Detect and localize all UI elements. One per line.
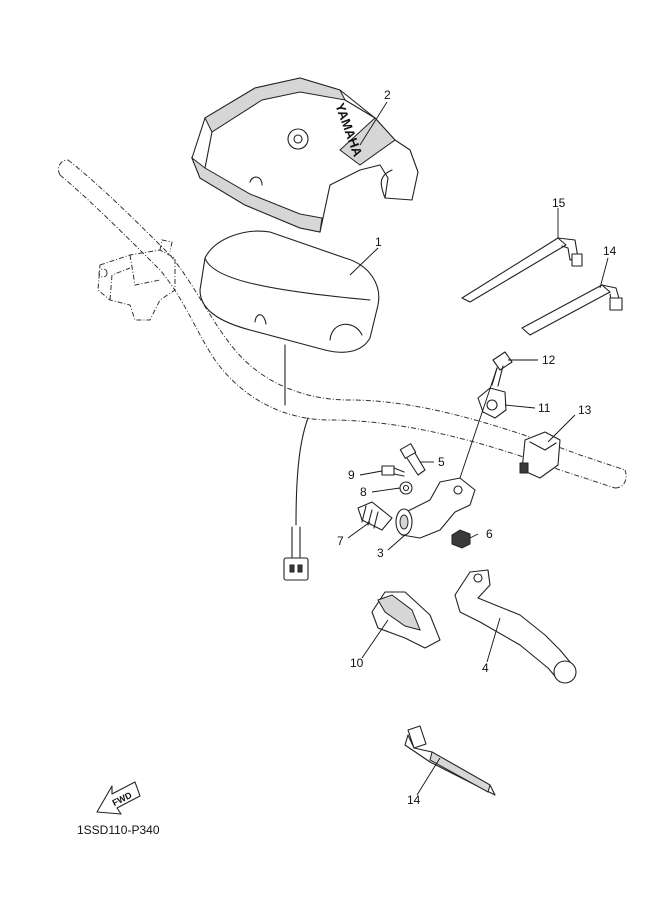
- cable-tie-14-lower: [404, 725, 496, 796]
- callout-6: 6: [486, 527, 493, 541]
- callout-numbers: 2 1 15 14 12 11 13 5 9 8 6 7 3 10 4 14: [337, 88, 617, 807]
- handlebar-pad: [199, 230, 380, 353]
- callout-12: 12: [542, 353, 556, 367]
- callout-7: 7: [337, 534, 344, 548]
- bolt-9: [381, 465, 405, 477]
- screw-12: [491, 351, 513, 387]
- fwd-arrow-icon: FWD: [96, 781, 141, 815]
- handlebar-outline: [57, 159, 627, 489]
- clutch-lever-4: [454, 569, 577, 684]
- callout-13: 13: [578, 403, 592, 417]
- bolt-5: [399, 443, 426, 476]
- leader-lines: [347, 101, 609, 796]
- lever-holder-3: [395, 477, 476, 539]
- clamp-13: [519, 431, 561, 479]
- callout-2: 2: [384, 88, 391, 102]
- callout-4: 4: [482, 661, 489, 675]
- callout-10: 10: [350, 656, 364, 670]
- callout-5: 5: [438, 455, 445, 469]
- connector-block: [283, 557, 309, 581]
- callout-15: 15: [552, 196, 566, 210]
- callout-11: 11: [538, 401, 551, 415]
- lever-cover-10: [371, 591, 441, 649]
- callout-14-lower: 14: [407, 793, 421, 807]
- clamp-11: [477, 387, 507, 419]
- adjuster-7: [357, 501, 393, 531]
- callout-9: 9: [348, 468, 355, 482]
- callout-3: 3: [377, 546, 384, 560]
- switch-cable: [283, 344, 309, 581]
- callout-14-upper: 14: [603, 244, 617, 258]
- drawing-code: 1SSD110-P340: [77, 823, 160, 837]
- nut-6: [451, 529, 471, 549]
- handlebar-pad-cover: YAMAHA: [190, 77, 419, 233]
- callout-1: 1: [375, 235, 382, 249]
- left-switch-housing: [97, 239, 176, 321]
- cable-tie-15: [461, 237, 583, 303]
- washer-8: [399, 481, 413, 495]
- cable-tie-14-upper: [521, 284, 623, 336]
- callout-8: 8: [360, 485, 367, 499]
